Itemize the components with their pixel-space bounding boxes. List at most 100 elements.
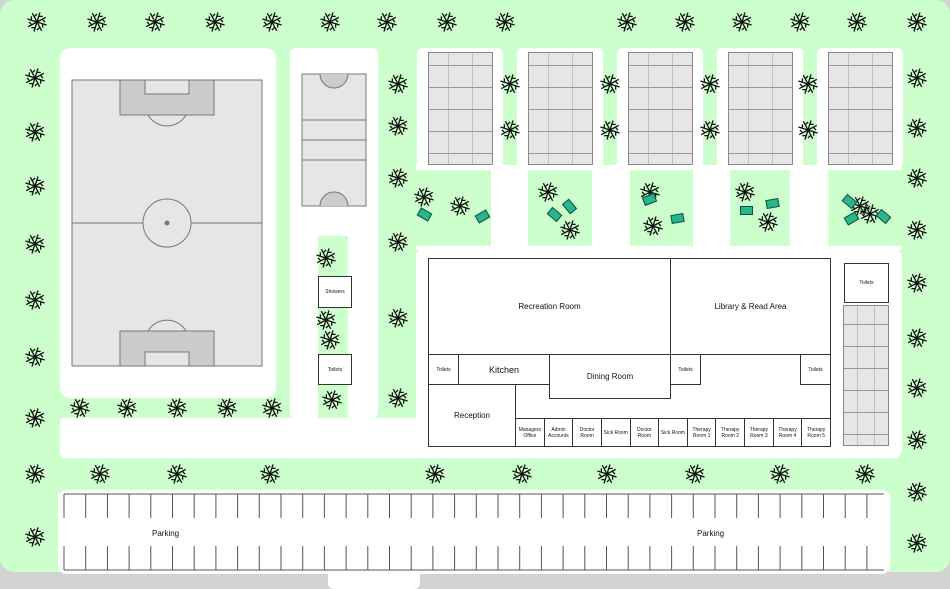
tree-icon xyxy=(167,398,187,418)
tree-icon xyxy=(907,430,927,450)
tree-icon xyxy=(500,120,520,140)
tree-icon xyxy=(907,68,927,88)
tree-icon xyxy=(437,12,457,32)
small-room: Doctor Room xyxy=(629,418,660,447)
tree-icon xyxy=(512,464,532,484)
parking-lot xyxy=(58,490,890,574)
tree-icon xyxy=(316,248,336,268)
tree-icon xyxy=(907,533,927,553)
tree-icon xyxy=(262,398,282,418)
tree-icon xyxy=(675,12,695,32)
tree-icon xyxy=(798,74,818,94)
small-room: Sick Room xyxy=(658,418,688,447)
tree-icon xyxy=(25,408,45,428)
tree-icon xyxy=(798,120,818,140)
small-room: Therapy Room 2 xyxy=(715,418,746,447)
tree-icon xyxy=(735,182,755,202)
tree-icon xyxy=(600,120,620,140)
tree-icon xyxy=(732,12,752,32)
parking-spaces xyxy=(63,493,884,571)
tree-icon xyxy=(758,212,778,232)
tree-icon xyxy=(316,310,336,330)
dormitory-block xyxy=(843,305,889,446)
tree-icon xyxy=(770,464,790,484)
cabin-block xyxy=(828,52,893,165)
tree-icon xyxy=(855,464,875,484)
tree-icon xyxy=(262,12,282,32)
parking-label: Parking xyxy=(152,529,180,538)
tree-icon xyxy=(87,12,107,32)
tree-icon xyxy=(388,116,408,136)
toilets: Toilets xyxy=(318,354,352,385)
tree-icon xyxy=(27,12,47,32)
tree-icon xyxy=(907,168,927,188)
tree-icon xyxy=(700,74,720,94)
tree-icon xyxy=(685,464,705,484)
tree-icon xyxy=(450,196,470,216)
cabin-block xyxy=(528,52,593,165)
tree-icon xyxy=(70,398,90,418)
tree-icon xyxy=(700,120,720,140)
small-room: Therapy Room 3 xyxy=(744,418,774,447)
tree-icon xyxy=(860,204,880,224)
grass-patch xyxy=(630,170,693,246)
grass-strip xyxy=(378,48,416,418)
tree-icon xyxy=(217,398,237,418)
toilets: Toilets xyxy=(428,354,459,385)
reception: Reception xyxy=(428,384,516,447)
small-room: Therapy Room 5 xyxy=(801,418,831,447)
small-room: Admin Accounts xyxy=(543,418,574,447)
tree-icon xyxy=(377,12,397,32)
tree-icon xyxy=(90,464,110,484)
kitchen: Kitchen xyxy=(458,354,550,385)
football-field xyxy=(71,79,263,367)
tree-icon xyxy=(388,232,408,252)
tree-icon xyxy=(25,290,45,310)
tree-icon xyxy=(560,220,580,240)
tree-icon xyxy=(790,12,810,32)
toilets: Toilets xyxy=(670,354,701,385)
tree-icon xyxy=(388,74,408,94)
small-room: Therapy Room 1 xyxy=(686,418,717,447)
tree-icon xyxy=(617,12,637,32)
sports-court xyxy=(301,73,367,207)
tree-icon xyxy=(907,328,927,348)
tree-icon xyxy=(25,176,45,196)
tree-icon xyxy=(847,12,867,32)
cabin-block xyxy=(728,52,793,165)
tree-icon xyxy=(260,464,280,484)
tree-icon xyxy=(425,464,445,484)
tree-icon xyxy=(25,527,45,547)
entrance-road xyxy=(328,560,420,589)
car-icon xyxy=(740,206,753,215)
tree-icon xyxy=(495,12,515,32)
tree-icon xyxy=(25,68,45,88)
tree-icon xyxy=(388,308,408,328)
cabin-block xyxy=(628,52,693,165)
cabin-block xyxy=(428,52,493,165)
tree-icon xyxy=(205,12,225,32)
library-read-area: Library & Read Area xyxy=(670,258,831,355)
tree-icon xyxy=(25,347,45,367)
tree-icon xyxy=(597,464,617,484)
showers: Showers xyxy=(318,276,352,308)
tree-icon xyxy=(388,168,408,188)
tree-icon xyxy=(907,273,927,293)
tree-icon xyxy=(907,220,927,240)
tree-icon xyxy=(320,330,340,350)
toilets: Toilets xyxy=(844,263,889,303)
small-room: Sick Room xyxy=(600,418,631,447)
tree-icon xyxy=(538,182,558,202)
tree-icon xyxy=(500,74,520,94)
tree-icon xyxy=(167,464,187,484)
tree-icon xyxy=(25,122,45,142)
grass-patch xyxy=(528,170,592,246)
tree-icon xyxy=(388,388,408,408)
tree-icon xyxy=(907,12,927,32)
tree-icon xyxy=(320,12,340,32)
toilets: Toilets xyxy=(800,354,831,385)
dining-room: Dining Room xyxy=(549,354,671,399)
tree-icon xyxy=(643,216,663,236)
small-room: Managers Office xyxy=(515,418,545,447)
